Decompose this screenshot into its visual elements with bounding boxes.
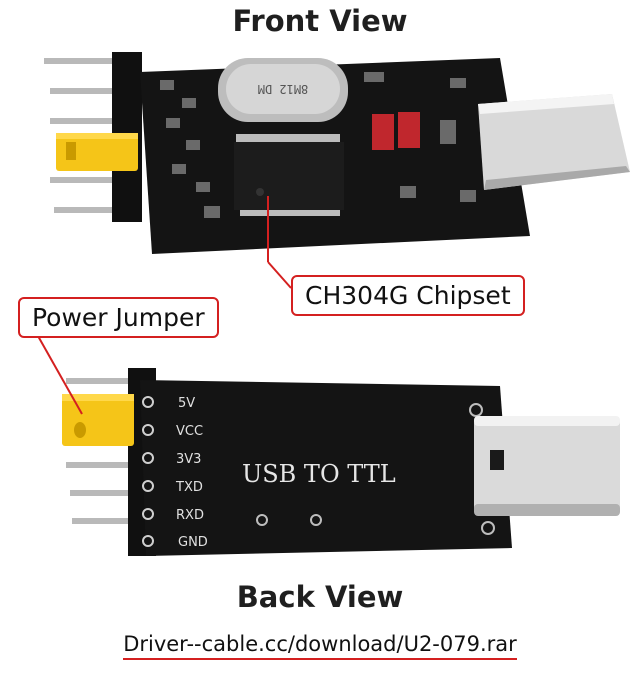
front-view-title: Front View bbox=[232, 4, 408, 38]
front-board: 8M12 DM bbox=[44, 52, 630, 289]
pin-label-vcc: VCC bbox=[176, 424, 203, 439]
driver-link[interactable]: Driver--cable.cc/download/U2-079.rar bbox=[0, 632, 640, 660]
pin-label-5v: 5V bbox=[178, 396, 195, 411]
smd-components bbox=[160, 72, 476, 218]
usb-to-ttl-label: USB TO TTL bbox=[242, 460, 396, 488]
front-jumper bbox=[56, 133, 138, 171]
back-jumper bbox=[62, 394, 134, 446]
crystal-marking: 8M12 DM bbox=[258, 82, 309, 96]
back-view-title: Back View bbox=[236, 580, 404, 614]
back-usb-c-connector bbox=[474, 416, 620, 516]
back-pin-pads bbox=[142, 396, 154, 547]
front-usb-c-connector bbox=[478, 94, 630, 190]
back-board: 5V VCC 3V3 TXD RXD GND USB TO TTL bbox=[37, 335, 620, 556]
pin-label-txd: TXD bbox=[175, 480, 203, 495]
driver-link-text[interactable]: Driver--cable.cc/download/U2-079.rar bbox=[123, 632, 517, 660]
pin-label-gnd: GND bbox=[178, 535, 208, 550]
diode-2 bbox=[398, 112, 420, 148]
pin-label-rxd: RXD bbox=[176, 508, 204, 523]
chip-pointer-elbow bbox=[267, 261, 292, 289]
ch304g-chip bbox=[234, 134, 344, 216]
pin-label-3v3: 3V3 bbox=[176, 452, 201, 467]
power-jumper-callout: Power Jumper bbox=[18, 297, 219, 338]
back-holes bbox=[256, 403, 495, 535]
jumper-pointer-line bbox=[37, 335, 83, 415]
chipset-callout: CH304G Chipset bbox=[291, 275, 525, 316]
back-pcb bbox=[140, 380, 512, 556]
crystal-oscillator: 8M12 DM bbox=[218, 58, 348, 122]
diode-1 bbox=[372, 114, 394, 150]
